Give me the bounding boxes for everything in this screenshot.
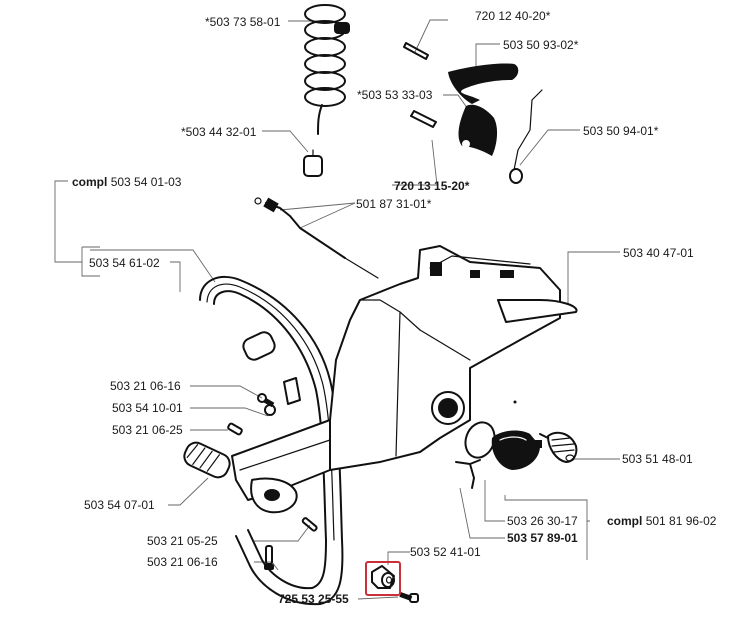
fuel-hose-coil: [304, 4, 350, 135]
label-spring: 503 50 94-01*: [583, 124, 659, 138]
compl-prefix: compl: [607, 514, 643, 528]
label-pin-top: 720 12 40-20*: [475, 9, 551, 23]
label-rear-handle: 503 40 47-01: [623, 246, 694, 260]
label-av-element: 503 51 48-01: [622, 452, 693, 466]
buffer-drawing: [371, 565, 395, 589]
av-element-drawing: [539, 431, 578, 463]
label-front-handle: 503 54 61-02: [89, 256, 160, 270]
label-screw-1: 503 21 06-16: [110, 379, 181, 393]
throttle-trigger-drawing: [448, 63, 519, 104]
screw-bottom-right: [399, 592, 419, 603]
label-fuel-hose: *503 73 58-01: [205, 15, 281, 29]
crankcase-drawing: [231, 245, 578, 514]
spring-drawing: [509, 89, 543, 184]
label-screw-4: 503 21 06-16: [147, 555, 218, 569]
label-compl-handle: compl 503 54 01-03: [72, 175, 181, 189]
label-trigger-lockout: *503 53 33-03: [357, 88, 433, 102]
fuel-filter-drawing: [303, 149, 323, 177]
label-throttle-rod: 501 87 31-01*: [356, 197, 432, 211]
highlight-box: [365, 561, 401, 596]
leader-lines: [54, 19, 620, 600]
label-buffer: 503 52 41-01: [410, 545, 481, 559]
compl-prefix: compl: [72, 175, 108, 189]
label-throttle-trigger: 503 50 93-02*: [503, 38, 579, 52]
av-spring-drawing: [183, 441, 231, 479]
label-fuel-filter: *503 44 32-01: [181, 125, 257, 139]
part-number: 501 81 96-02: [645, 514, 717, 528]
fasteners-left: [227, 393, 276, 436]
throttle-rod-drawing: [254, 197, 379, 279]
fuel-cap-drawing: [491, 430, 542, 470]
pins: [403, 42, 437, 128]
label-compl-cap: compl 501 81 96-02: [607, 514, 716, 528]
label-screw-5: 725 53 25-55: [278, 592, 349, 606]
part-number: 503 54 01-03: [110, 175, 182, 189]
trigger-lockout-drawing: [458, 104, 498, 156]
label-av-spring: 503 54 07-01: [84, 498, 155, 512]
label-screw-2: 503 21 06-25: [112, 423, 183, 437]
label-o-ring: 503 26 30-17: [507, 514, 578, 528]
label-pin-bottom: 720 13 15-20*: [394, 179, 470, 193]
label-strap: 503 57 89-01: [507, 531, 578, 545]
label-screw-3: 503 21 05-25: [147, 534, 218, 548]
strap-drawing: [455, 459, 481, 489]
label-washer: 503 54 10-01: [112, 401, 183, 415]
screws-bottom: [264, 517, 318, 570]
